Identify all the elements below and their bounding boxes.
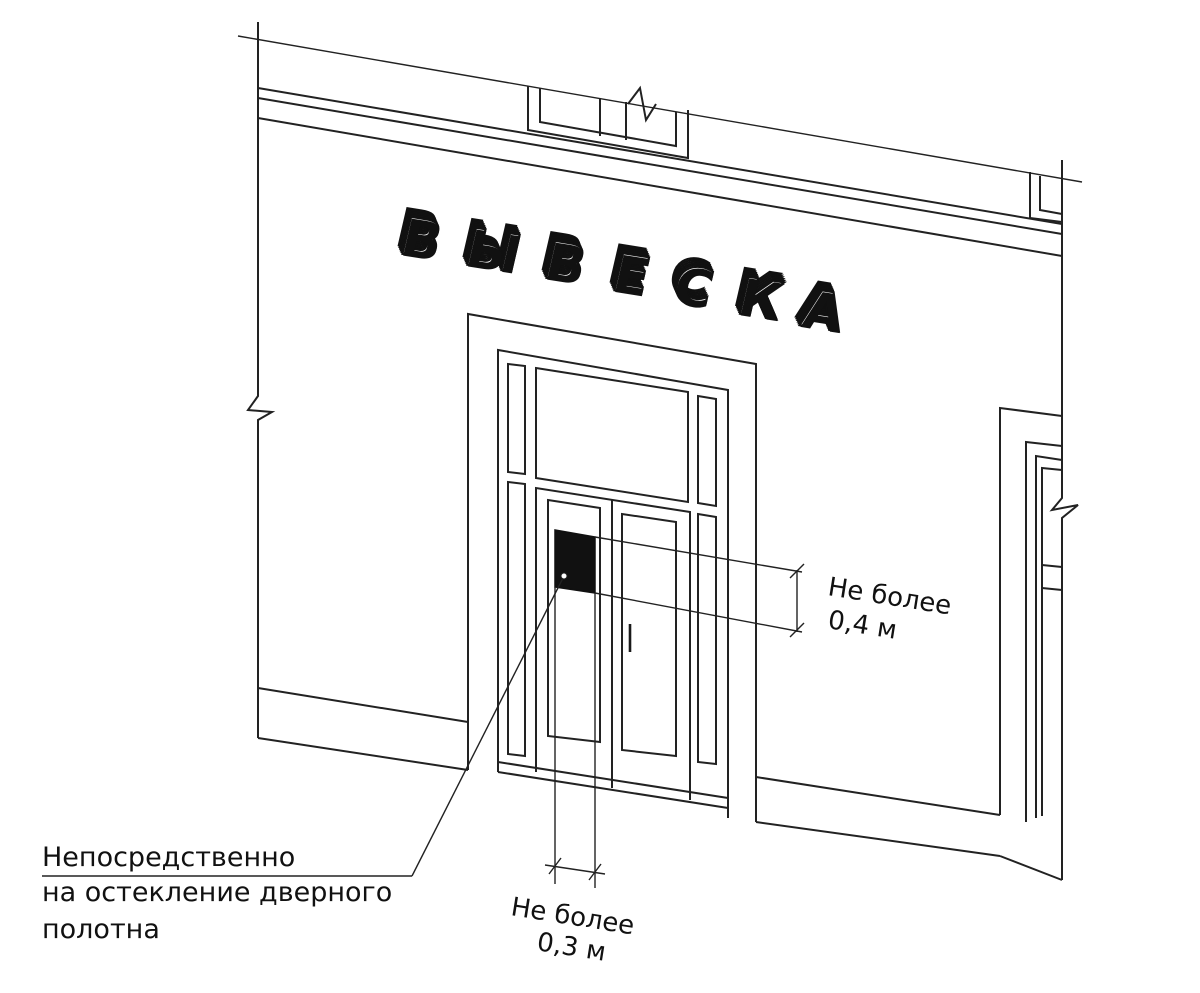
cornice-line-1 bbox=[257, 87, 1063, 225]
height-extension-bottom bbox=[594, 592, 803, 633]
height-extension-top bbox=[594, 536, 803, 573]
width-tick-right bbox=[588, 863, 602, 881]
upper-window-left bbox=[527, 85, 689, 160]
sign-letter-extrusion: Ы bbox=[459, 216, 526, 283]
sign-letter-extrusion: Ы bbox=[458, 215, 525, 282]
sign-letter-extrusion: В bbox=[393, 202, 446, 267]
sign-letter-face: Ы bbox=[460, 220, 527, 287]
left-leaf-glazing bbox=[547, 498, 601, 744]
placement-label-line1: Непосредственно bbox=[42, 842, 295, 873]
window-break-mark bbox=[627, 85, 657, 123]
sidelight-left-bottom bbox=[507, 480, 526, 758]
height-tick-top bbox=[789, 563, 805, 579]
plinth-top-left bbox=[257, 687, 469, 723]
placement-label-line3: полотна bbox=[42, 914, 160, 945]
height-dimension: Не более 0,4 м bbox=[594, 536, 953, 646]
ground-left bbox=[257, 737, 469, 771]
upper-window-right bbox=[1029, 172, 1063, 223]
transom-window bbox=[535, 366, 689, 504]
door-sign-plate bbox=[554, 529, 596, 594]
width-tick-left bbox=[548, 857, 562, 875]
door-portal bbox=[467, 312, 757, 822]
cornice-line-3 bbox=[257, 117, 1063, 257]
height-tick-bottom bbox=[789, 622, 805, 638]
placement-label-line2: на остекление дверного bbox=[42, 877, 392, 908]
cornice-line-2 bbox=[257, 97, 1063, 235]
sidelight-left-top bbox=[507, 362, 526, 476]
plinth-top-mid bbox=[755, 776, 1001, 816]
right-portal bbox=[999, 406, 1063, 822]
sidelight-right-top bbox=[697, 394, 717, 508]
leader-line bbox=[411, 575, 565, 877]
facade-outline bbox=[237, 22, 1083, 881]
left-break-line bbox=[246, 22, 276, 738]
sidelight-right-bottom bbox=[697, 512, 717, 766]
roofline bbox=[237, 35, 1083, 183]
right-break-line bbox=[1049, 160, 1079, 880]
ground-right bbox=[999, 855, 1063, 881]
door-outer-frame bbox=[467, 312, 757, 822]
placement-callout: Непосредственно на остекление дверного п… bbox=[42, 572, 568, 945]
door-inner-frame bbox=[497, 348, 729, 818]
leader-dot bbox=[560, 572, 568, 580]
right-leaf-glazing bbox=[621, 512, 677, 758]
ground-mid bbox=[755, 821, 1001, 857]
